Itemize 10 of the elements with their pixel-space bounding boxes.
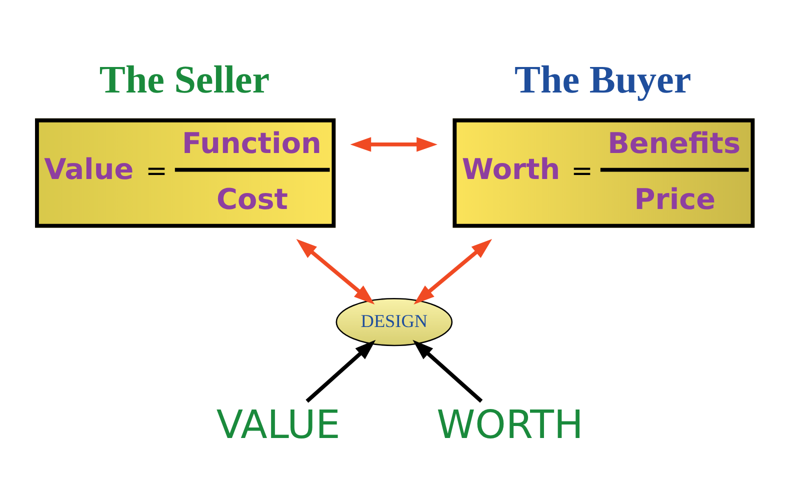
- node-text: WORTH: [436, 402, 584, 448]
- node-label: The Buyer: [514, 58, 692, 101]
- node-label: The Seller: [99, 58, 270, 101]
- arrow: [296, 238, 375, 304]
- node-ellipse: DESIGN: [336, 298, 453, 346]
- node-text: VALUE: [216, 402, 340, 448]
- arrow: [414, 238, 492, 304]
- arrow: [306, 339, 376, 402]
- arrow: [412, 339, 483, 402]
- arrow: [350, 136, 438, 152]
